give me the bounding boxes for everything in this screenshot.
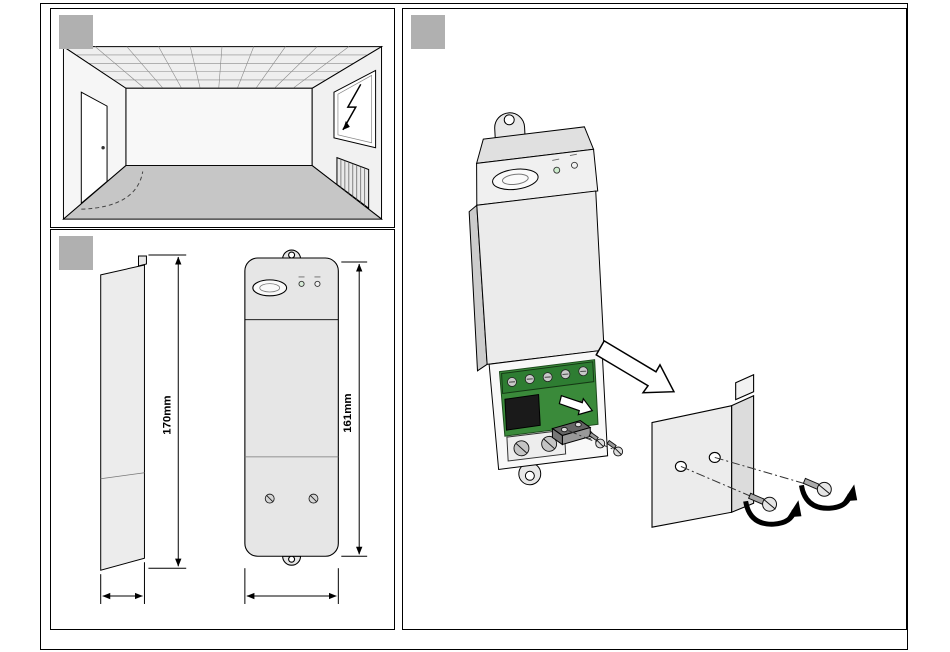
block-arrow-small-icon [558, 394, 594, 416]
dimension-drawing: 170mm [100, 249, 368, 604]
led-indicators [298, 276, 321, 287]
pir-lens [252, 279, 288, 297]
bracket-hole-1 [674, 460, 687, 472]
device-front-face [476, 190, 605, 365]
mounting-ear-top [494, 112, 526, 140]
panel-dimensions: 170mm [50, 229, 395, 630]
clamp-screw-1 [588, 431, 606, 449]
mounting-bracket [651, 373, 755, 528]
mounting-hole-bottom [288, 555, 296, 563]
radiator-fins [340, 159, 366, 206]
detection-arc [81, 171, 144, 210]
rotation-arrow-1 [743, 500, 802, 527]
centerline-clamp [568, 430, 617, 451]
dimension-170mm: 170mm [148, 254, 187, 569]
pir-lens [492, 168, 539, 191]
bracket-hole-2 [708, 451, 721, 463]
lightning-bolt-icon [342, 83, 362, 131]
clamp-screws [513, 435, 558, 457]
wall-screw-2 [802, 477, 832, 497]
room-illustration [61, 45, 384, 221]
device-body [244, 257, 339, 557]
front-screws [264, 493, 319, 504]
bracket-top-tab [735, 373, 755, 401]
bracket-flange [731, 394, 755, 514]
device-front-view [244, 249, 339, 566]
step-badge-2 [59, 236, 93, 270]
front-width-dimension [244, 568, 339, 604]
led-indicators [552, 153, 578, 174]
relay [504, 393, 541, 431]
device-3d [468, 112, 609, 486]
centerline-screw-2 [714, 456, 825, 490]
page-frame [40, 3, 908, 650]
installation-drawing [468, 112, 858, 528]
dim-161-label: 161mm [342, 393, 354, 432]
block-arrow-large-icon [595, 339, 676, 394]
side-width-dimension [100, 562, 145, 604]
bracket-face [651, 404, 733, 528]
cable-clamp-part [551, 420, 592, 446]
terminal-screws [507, 366, 589, 387]
panel-installation [402, 8, 907, 630]
device-bevel-face [476, 148, 599, 206]
panel-room [50, 8, 395, 228]
clamp-screw-2 [606, 439, 624, 457]
side-seam [100, 472, 145, 480]
open-chassis [488, 349, 609, 471]
step-badge-1 [59, 15, 93, 49]
radiator [336, 156, 370, 210]
dim-170-label: 170mm [161, 395, 173, 434]
step-badge-3 [411, 15, 445, 49]
dimension-161mm: 161mm [341, 261, 368, 557]
back-wall [125, 87, 313, 167]
rotation-arrow-2 [798, 484, 858, 511]
window [333, 69, 377, 149]
ceiling-grid [75, 46, 368, 89]
room-scene [61, 45, 384, 221]
ear-hole-top [503, 114, 515, 126]
mounting-hole-top [288, 251, 296, 259]
door-knob [101, 146, 105, 150]
wall-screw-1 [747, 492, 778, 512]
door [80, 91, 108, 205]
device-side-view [100, 255, 147, 571]
